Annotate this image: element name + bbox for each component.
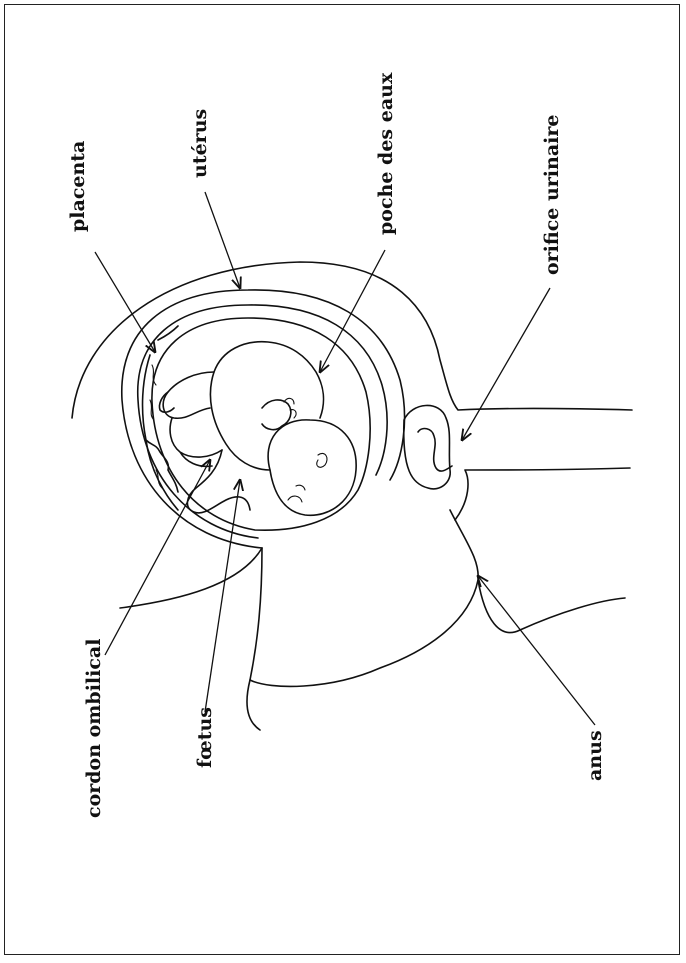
uterus-pointer — [205, 192, 240, 288]
fetus-face — [288, 485, 305, 502]
buttock-outline — [120, 510, 478, 686]
pointer-lines — [95, 192, 595, 725]
amniotic-sac — [152, 318, 370, 530]
urethra — [418, 429, 452, 472]
orifice-urinaire-pointer — [462, 288, 550, 440]
label-placenta: placenta — [67, 141, 89, 232]
cordon-ombilical-pointer — [105, 460, 210, 655]
fetus-ear — [317, 453, 327, 467]
label-foetus: fœtus — [194, 707, 216, 768]
label-orifice-urinaire: orifice urinaire — [541, 115, 563, 275]
foetus-pointer — [205, 480, 240, 712]
label-cordon-ombilical: cordon ombilical — [83, 639, 105, 818]
label-poche-des-eaux: poche des eaux — [375, 72, 397, 235]
placenta-pointer — [95, 252, 155, 352]
fetus-torso — [210, 342, 323, 470]
label-uterus: utérus — [189, 109, 211, 178]
label-anus: anus — [584, 730, 606, 781]
abdomen-outline — [72, 262, 632, 418]
fetus-legs — [163, 372, 222, 466]
anus-pointer — [478, 576, 595, 725]
bladder — [404, 405, 450, 488]
back-curve — [247, 548, 262, 730]
fetus-head — [268, 420, 356, 515]
uterus-outer-wall — [122, 290, 405, 548]
thigh-outline — [455, 468, 630, 520]
fetus-arm — [262, 400, 291, 430]
leg-outline — [478, 580, 625, 633]
placenta-texture — [150, 365, 162, 488]
